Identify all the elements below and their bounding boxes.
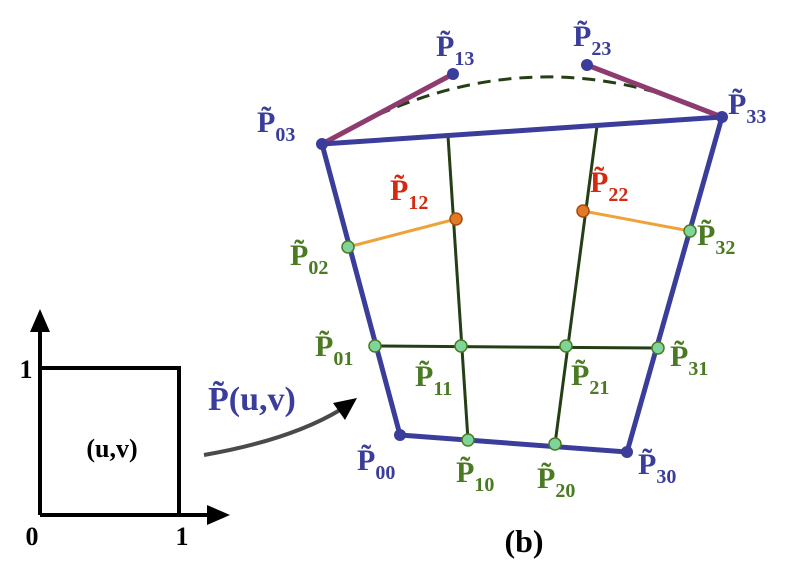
caption: (b) xyxy=(504,523,543,559)
label-p13: P̃13 xyxy=(436,30,474,70)
label-p10: P̃10 xyxy=(456,456,494,496)
label-p32: P̃32 xyxy=(697,219,735,259)
label-p33: P̃33 xyxy=(728,88,766,128)
label-p01: P̃01 xyxy=(315,330,353,370)
point-p11 xyxy=(454,339,468,353)
point-p12 xyxy=(449,212,463,226)
grid-line-u2 xyxy=(553,125,599,445)
point-p02 xyxy=(341,240,355,254)
inner-grid xyxy=(374,125,659,445)
label-p12: P̃12 xyxy=(390,174,428,214)
mapping-arrow: P̃(u,v) xyxy=(203,381,357,457)
label-p30: P̃30 xyxy=(638,448,676,488)
point-p23 xyxy=(581,59,593,71)
point-p22 xyxy=(576,204,590,218)
label-p00: P̃00 xyxy=(357,444,395,484)
point-p31 xyxy=(651,341,665,355)
control-points xyxy=(316,59,728,458)
mapping-curve xyxy=(203,408,342,457)
grid-line-v1 xyxy=(374,344,659,350)
point-p20 xyxy=(548,437,562,451)
point-labels: P̃13 P̃23 P̃03 P̃33 P̃00 P̃30 P̃12 P̃22 … xyxy=(257,20,766,502)
point-p13 xyxy=(447,68,459,80)
mapping-label: P̃(u,v) xyxy=(208,381,296,418)
unit-square xyxy=(40,366,181,515)
point-p30 xyxy=(621,446,633,458)
connector-p22-p32 xyxy=(582,209,691,233)
tangent-handle-p23-p33 xyxy=(586,62,723,120)
u-axis-arrowhead xyxy=(207,505,230,525)
label-p02: P̃02 xyxy=(290,239,328,279)
point-p00 xyxy=(394,429,406,441)
label-p20: P̃20 xyxy=(537,462,575,502)
v-tick-label: 1 xyxy=(20,355,33,384)
mapping-arrowhead xyxy=(333,398,357,420)
u-tick-label: 1 xyxy=(176,522,189,551)
tangent-handle-p03-p13 xyxy=(320,71,455,147)
label-p23: P̃23 xyxy=(573,20,611,60)
v-axis-arrowhead xyxy=(30,309,50,332)
label-p03: P̃03 xyxy=(257,106,295,146)
connector-p02-p12 xyxy=(347,217,457,249)
label-p31: P̃31 xyxy=(670,340,708,380)
point-p01 xyxy=(368,339,382,353)
parameter-domain: (u,v) 0 1 1 xyxy=(20,309,230,551)
point-p21 xyxy=(559,339,573,353)
label-p11: P̃11 xyxy=(415,360,452,400)
point-p10 xyxy=(461,433,475,447)
patch-boundary xyxy=(318,114,726,455)
origin-label: 0 xyxy=(26,522,39,551)
label-p22: P̃22 xyxy=(590,166,628,206)
point-p03 xyxy=(316,138,328,150)
label-p21: P̃21 xyxy=(571,359,609,399)
domain-center-label: (u,v) xyxy=(86,434,137,463)
point-p33 xyxy=(716,111,728,123)
grid-line-u1 xyxy=(446,135,470,441)
point-p32 xyxy=(683,224,697,238)
